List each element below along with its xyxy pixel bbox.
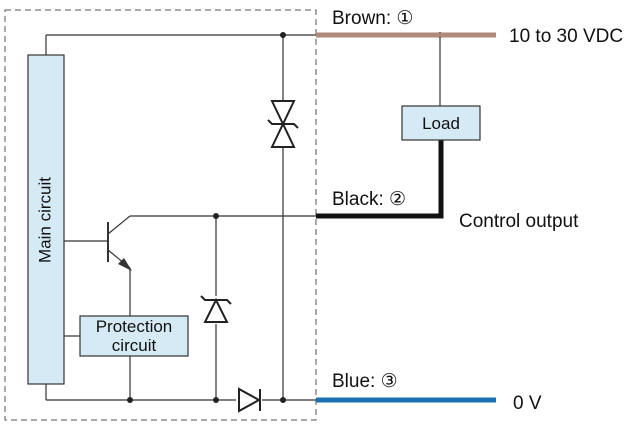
black-wire-label: Black: ② — [332, 189, 406, 210]
load-label: Load — [422, 114, 460, 133]
protection-circuit-block — [79, 315, 189, 357]
protection-circuit-label-line2: circuit — [112, 336, 157, 355]
internal-wiring — [45, 34, 441, 401]
blue-wire-label: Blue: ③ — [332, 371, 398, 392]
black-wire — [316, 140, 444, 219]
diode-icon — [236, 387, 262, 413]
transistor-emitter-arrow — [118, 258, 132, 271]
load-block — [401, 105, 481, 141]
protection-circuit-label-line1: Protection — [96, 317, 173, 336]
tvs-diode-icon — [267, 100, 299, 148]
zero-volt-label: 0 V — [513, 393, 542, 414]
zener-diode-icon — [200, 295, 232, 324]
main-circuit-label: Main circuit — [35, 177, 54, 263]
brown-wire-label: Brown: ① — [332, 8, 413, 29]
control-output-label: Control output — [459, 211, 579, 232]
main-circuit-block — [27, 54, 65, 385]
supply-voltage-label: 10 to 30 VDC — [509, 26, 623, 47]
